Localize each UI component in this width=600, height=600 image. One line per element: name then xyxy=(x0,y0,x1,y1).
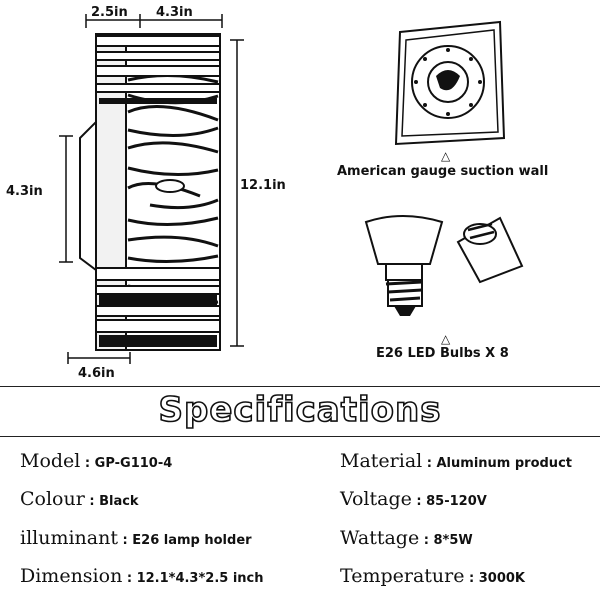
spec-value: Aluminum product xyxy=(436,456,572,471)
spec-sep: : xyxy=(118,533,133,548)
spec-colour-row: Colour : Black xyxy=(20,488,139,510)
spec-voltage-row: Voltage : 85-120V xyxy=(340,488,487,510)
dimension-lines xyxy=(59,14,244,364)
spec-material-row: Material : Aluminum product xyxy=(340,450,572,472)
spec-temperature-row: Temperature : 3000K xyxy=(340,565,525,587)
mount-caption: American gauge suction wall xyxy=(337,164,549,179)
spec-key: illuminant xyxy=(20,527,118,549)
spec-sep: : xyxy=(422,456,437,471)
spec-key: Wattage xyxy=(340,527,420,549)
dimension-total-height-label: 12.1in xyxy=(240,178,286,193)
dimension-side-height-label: 4.3in xyxy=(6,184,43,199)
fixture-body xyxy=(79,33,221,351)
spec-key: Colour xyxy=(20,488,85,510)
spec-dimension-row: Dimension : 12.1*4.3*2.5 inch xyxy=(20,565,264,587)
bulb-caption: E26 LED Bulbs X 8 xyxy=(376,346,509,361)
spec-value: 12.1*4.3*2.5 inch xyxy=(136,571,264,586)
specifications-title: Specifications xyxy=(158,389,442,431)
spec-value: GP-G110-4 xyxy=(94,456,173,471)
dimension-depth-label: 2.5in xyxy=(91,5,128,20)
spec-sep: : xyxy=(419,533,434,548)
mount-caption-marker: △ xyxy=(441,149,451,163)
mounting-plate-illustration xyxy=(394,20,506,146)
spec-value: 3000K xyxy=(478,571,526,586)
spec-value: 85-120V xyxy=(426,494,487,509)
led-bulbs-illustration xyxy=(364,215,524,316)
spec-key: Material xyxy=(340,450,423,472)
spec-key: Temperature xyxy=(340,565,465,587)
dimension-bottom-width-label: 4.6in xyxy=(78,366,115,381)
spec-key: Dimension xyxy=(20,565,123,587)
bulb-caption-marker: △ xyxy=(441,332,451,346)
spec-key: Model xyxy=(20,450,81,472)
spec-sep: : xyxy=(464,571,479,586)
spec-value: 8*5W xyxy=(433,533,473,548)
spec-sep: : xyxy=(122,571,137,586)
spec-value: Black xyxy=(99,494,139,509)
spec-sep: : xyxy=(411,494,427,509)
spec-illuminant-row: illuminant : E26 lamp holder xyxy=(20,527,252,549)
spec-key: Voltage xyxy=(340,488,412,510)
spec-wattage-row: Wattage : 8*5W xyxy=(340,527,473,549)
lamp-fixture-illustration xyxy=(59,14,244,364)
spec-value: E26 lamp holder xyxy=(132,533,252,548)
spec-divider-bottom xyxy=(0,436,600,437)
dimension-width-label: 4.3in xyxy=(156,5,193,20)
spec-sep: : xyxy=(84,494,100,509)
spec-sep: : xyxy=(80,456,95,471)
spec-model-row: Model : GP-G110-4 xyxy=(20,450,172,472)
spec-divider-top xyxy=(0,386,600,387)
